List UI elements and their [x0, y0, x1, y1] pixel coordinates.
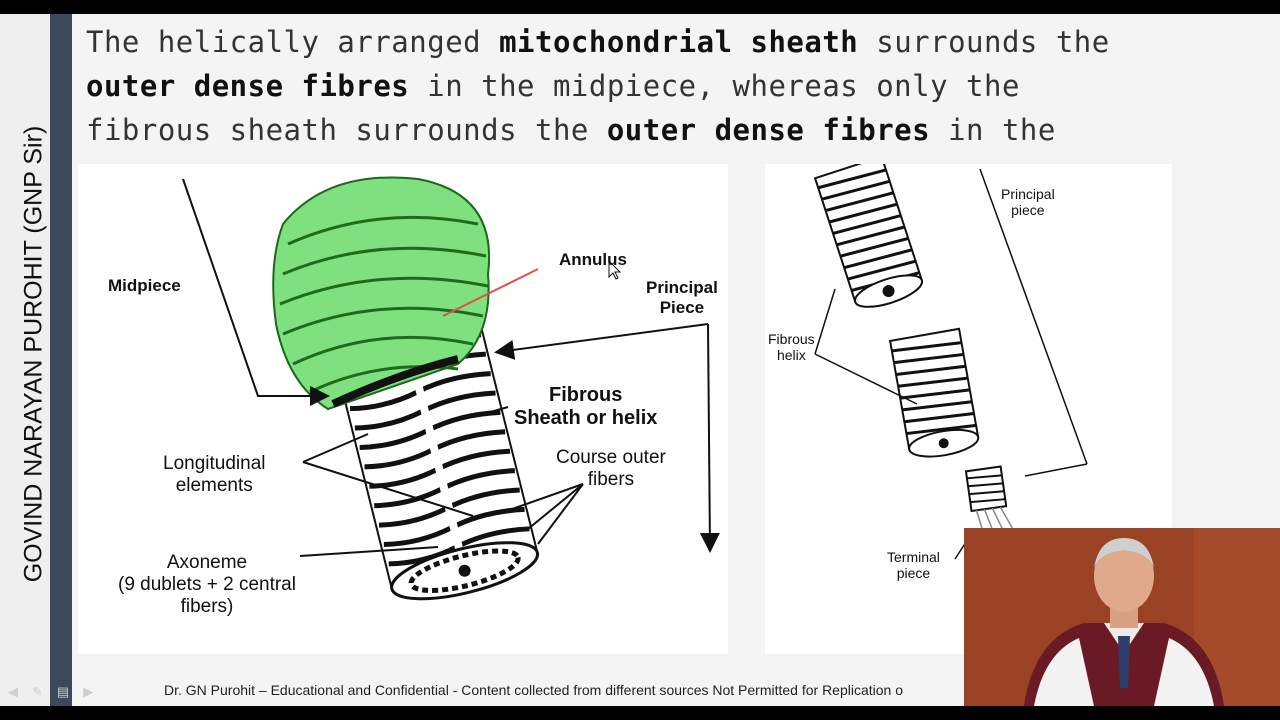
- presenter-video: [964, 528, 1280, 706]
- left-name-strip: [0, 14, 50, 706]
- headline-text: in the: [930, 113, 1056, 147]
- slide-headline: The helically arranged mitochondrial she…: [86, 20, 1186, 152]
- label-annulus: Annulus: [559, 250, 627, 269]
- arrow-left-icon[interactable]: ◀: [8, 684, 18, 699]
- arrow-right-icon[interactable]: ▶: [83, 684, 94, 699]
- presentation-slide: GOVIND NARAYAN PUROHIT (GNP Sir) The hel…: [0, 14, 1280, 706]
- headline-text: fibrous sheath surrounds the: [86, 113, 607, 147]
- mitochondrial-sheath: [272, 176, 491, 411]
- slide-accent-bar: [50, 14, 72, 706]
- slides-icon[interactable]: ▤: [56, 684, 70, 699]
- top-letterbox: [0, 0, 1280, 14]
- headline-text: in the midpiece, whereas only the: [409, 69, 1020, 103]
- slide-footer: Dr. GN Purohit – Educational and Confide…: [164, 682, 904, 698]
- headline-bold: outer dense fibres: [86, 69, 410, 103]
- headline-bold: mitochondrial sheath: [499, 25, 859, 59]
- sperm-tail-illustration: [182, 176, 720, 601]
- slide-nav-controls[interactable]: ◀ ✎ ▤ ▶: [8, 684, 93, 700]
- headline-text: surrounds the: [858, 25, 1110, 59]
- tail-segments-illustration: [813, 164, 1088, 560]
- presenter-name: GOVIND NARAYAN PUROHIT (GNP Sir): [19, 125, 48, 583]
- mouse-cursor-icon: [608, 259, 622, 280]
- presenter-webcam: [964, 528, 1280, 706]
- headline-bold: outer dense fibres: [606, 113, 931, 147]
- bottom-letterbox: [0, 706, 1280, 720]
- label-midpiece: Midpiece: [108, 276, 181, 295]
- pen-icon[interactable]: ✎: [32, 684, 43, 699]
- headline-text: The helically arranged: [86, 25, 500, 59]
